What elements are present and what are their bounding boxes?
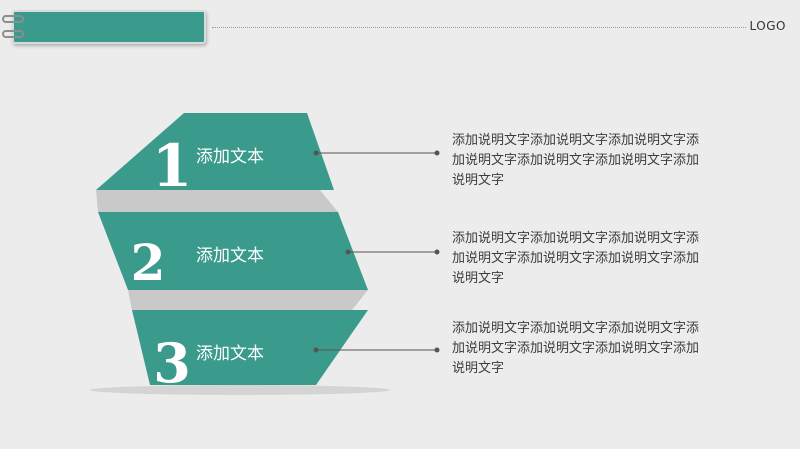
header-divider bbox=[212, 27, 746, 28]
connector-dot-end-3 bbox=[434, 347, 440, 353]
fold-connector-2 bbox=[128, 290, 368, 310]
connector-dot-end-2 bbox=[434, 249, 440, 255]
fold-connector-1 bbox=[96, 190, 338, 212]
step-3-number: 3 bbox=[153, 331, 191, 395]
connector-dot-start-2 bbox=[345, 249, 351, 255]
step-3-ribbon bbox=[132, 310, 368, 385]
binder-ring-icon bbox=[2, 30, 24, 38]
binder-ring-icon bbox=[2, 15, 24, 23]
step-2-ribbon bbox=[98, 212, 368, 290]
step-1-description: 添加说明文字添加说明文字添加说明文字添加说明文字添加说明文字添加说明文字添加说明… bbox=[452, 133, 700, 188]
step-3-description: 添加说明文字添加说明文字添加说明文字添加说明文字添加说明文字添加说明文字添加说明… bbox=[452, 321, 700, 376]
header-bar bbox=[12, 10, 206, 44]
step-1-number: 1 bbox=[152, 132, 192, 200]
step-2-number: 2 bbox=[131, 233, 166, 292]
connector-dot-end-1 bbox=[434, 150, 440, 156]
step-1-ribbon bbox=[96, 113, 334, 190]
step-2-label: 添加文本 bbox=[196, 246, 264, 266]
step-3-label: 添加文本 bbox=[196, 344, 264, 364]
step-1-label: 添加文本 bbox=[196, 147, 264, 167]
logo: LOGO bbox=[749, 19, 786, 33]
connector-dot-start-1 bbox=[313, 150, 319, 156]
ribbon-shadow bbox=[90, 385, 390, 395]
step-2-description: 添加说明文字添加说明文字添加说明文字添加说明文字添加说明文字添加说明文字添加说明… bbox=[452, 231, 700, 286]
connector-dot-start-3 bbox=[313, 347, 319, 353]
